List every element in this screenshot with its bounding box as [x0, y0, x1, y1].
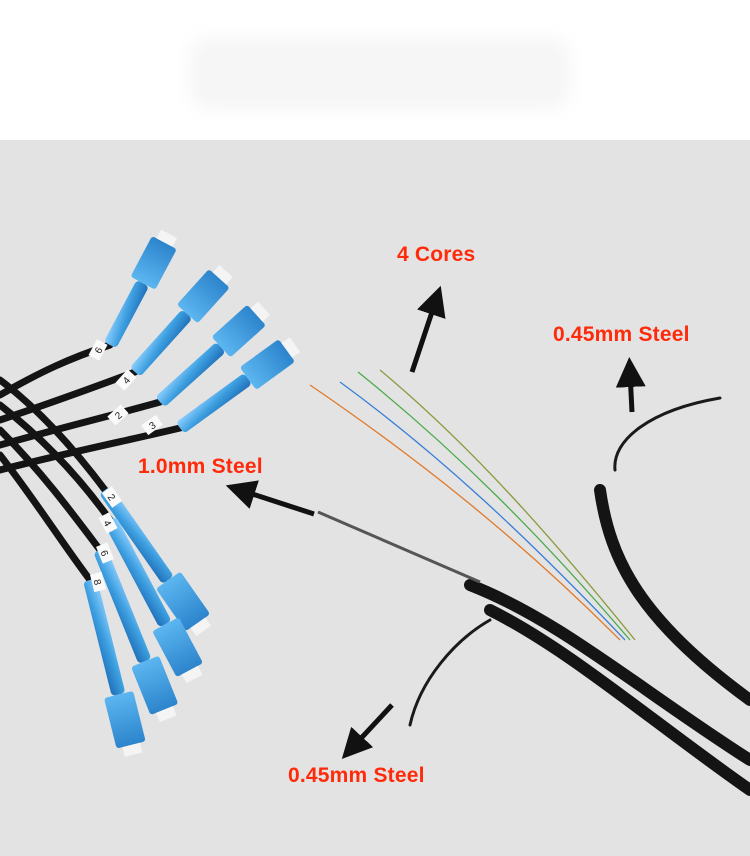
optical-fibers — [309, 369, 636, 641]
arrow-steel-bottom — [341, 703, 394, 759]
tag-lower-2: 4 — [101, 519, 114, 529]
tag-upper-2: 4 — [121, 375, 133, 387]
black-cables-upper — [0, 341, 184, 474]
arrow-steel-right — [615, 357, 646, 413]
top-banner — [0, 0, 750, 140]
central-steel-wire — [317, 510, 481, 584]
drop-cable-split — [408, 396, 750, 796]
tag-upper-3: 2 — [113, 410, 125, 422]
arrow-cores — [409, 285, 446, 373]
tag-lower-3: 6 — [97, 549, 109, 559]
cores-callout-label: 4 Cores — [397, 243, 476, 266]
tag-lower-4: 8 — [91, 578, 103, 586]
callout-arrows — [225, 285, 646, 759]
sc-connectors-upper — [105, 229, 301, 433]
black-cables-lower — [0, 376, 114, 584]
tag-upper-1: 6 — [93, 345, 106, 355]
steel-bottom-callout-label: 0.45mm Steel — [288, 764, 425, 787]
tag-upper-4: 3 — [147, 420, 158, 432]
cable-number-tags: 6 4 2 3 2 4 6 8 — [88, 339, 163, 593]
sc-connectors-lower — [84, 487, 212, 757]
steel-right-callout-label: 0.45mm Steel — [553, 323, 690, 346]
arrow-steel-center — [225, 480, 315, 517]
steel-center-callout-label: 1.0mm Steel — [138, 455, 263, 478]
tag-lower-1: 2 — [105, 492, 117, 503]
blurred-header-area — [190, 38, 570, 110]
